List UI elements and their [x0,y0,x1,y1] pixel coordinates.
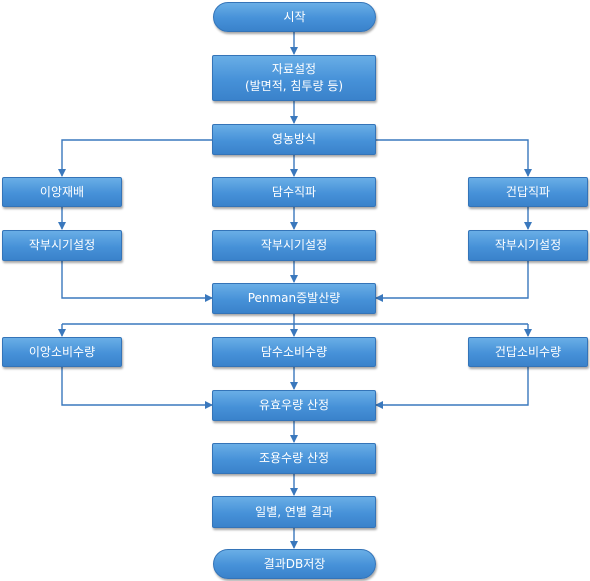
dry-consumption-label: 건답소비수량 [494,344,562,359]
effective-rain-label: 유효우량 산정 [258,398,330,412]
dry-seeding-label: 건답직파 [505,184,551,199]
data-setup-subtitle: (발면적, 침투량 등) [244,79,344,93]
wet-seeding-label: 담수직파 [271,184,317,199]
sowing-setup-node-1: 작부시기설정 [2,230,122,261]
penman-node: Penman증발산량 [212,283,376,314]
transplant-node: 이앙재배 [2,177,122,207]
arrow-transplant-consumption-to-rain [61,367,213,409]
wet-consumption-node: 담수소비수량 [212,337,376,367]
save-db-label: 결과DB저장 [263,556,326,571]
arrow-dry-consumption-to-rain [375,367,529,409]
sowing-setup-node-2: 작부시기설정 [212,230,376,261]
dry-consumption-node: 건답소비수량 [468,337,588,367]
start-node: 시작 [213,2,376,32]
arrow-method-to-dry [376,139,532,177]
data-setup-title: 자료설정 [271,62,317,76]
dry-seeding-node: 건답직파 [468,177,588,207]
penman-label: Penman증발산량 [247,291,341,305]
arrow-sowing3-to-penman [375,261,529,302]
wet-consumption-label: 담수소비수량 [260,344,328,359]
farming-method-node: 영농방식 [212,124,376,155]
data-setup-node: 자료설정 (발면적, 침투량 등) [212,55,376,101]
transplant-label: 이앙재배 [39,184,85,199]
effective-rain-node: 유효우량 산정 [212,390,376,421]
results-label: 일별, 연별 결과 [255,504,333,519]
start-label: 시작 [283,9,306,24]
save-db-node: 결과DB저장 [213,549,376,579]
irrigation-label: 조용수량 산정 [258,451,330,465]
results-node: 일별, 연별 결과 [212,496,376,528]
irrigation-node: 조용수량 산정 [212,443,376,474]
sowing-setup-label-3: 작부시기설정 [494,238,562,252]
sowing-setup-node-3: 작부시기설정 [468,230,588,261]
wet-seeding-node: 담수직파 [212,177,376,207]
sowing-setup-label-2: 작부시기설정 [260,238,328,252]
arrow-sowing1-to-penman [61,261,213,302]
transplant-consumption-label: 이앙소비수량 [28,344,96,359]
sowing-setup-label-1: 작부시기설정 [28,238,96,252]
arrow-method-to-transplant [58,139,212,177]
farming-method-label: 영농방식 [271,132,317,146]
transplant-consumption-node: 이앙소비수량 [2,337,122,367]
